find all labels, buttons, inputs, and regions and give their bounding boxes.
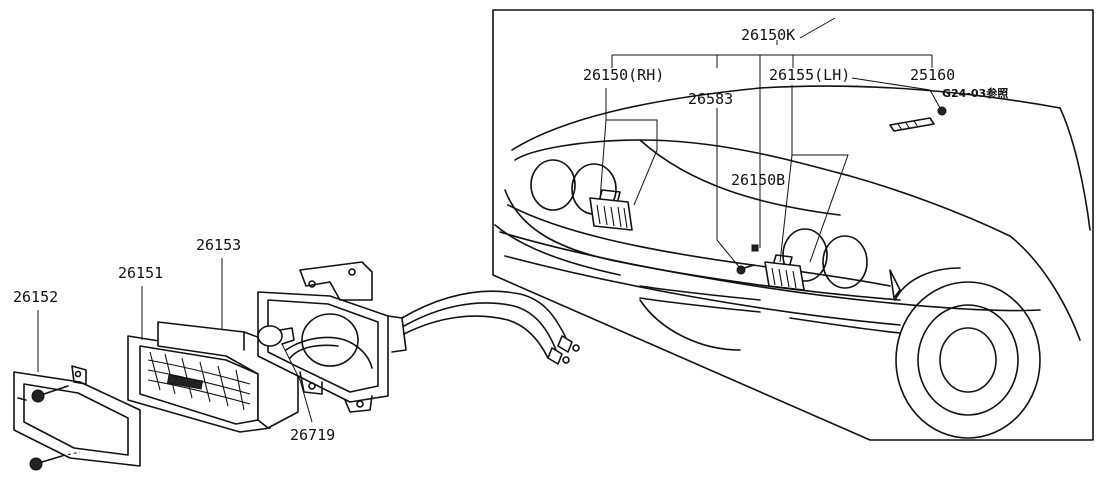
label-26150b: 26150B	[731, 171, 785, 189]
wire-harness	[401, 290, 580, 365]
label-26153: 26153	[196, 236, 241, 254]
switch-25160-icon	[889, 106, 947, 132]
clip-26150b-icon	[751, 244, 759, 252]
lh-fog-lamp-icon	[764, 254, 805, 291]
bulb-26719-icon	[257, 325, 295, 347]
label-g24-03-reference: G24-03参照	[942, 86, 1008, 100]
label-26150rh: 26150(RH)	[583, 66, 664, 84]
car-inset-panel: 26150K 26150(RH) 26155(LH) 25160 G24-03参…	[492, 9, 1094, 441]
screw-icon	[29, 451, 81, 471]
label-26151: 26151	[118, 264, 163, 282]
label-26152: 26152	[13, 288, 58, 306]
label-26155lh: 26155(LH)	[769, 66, 850, 84]
screw-icon	[31, 385, 69, 403]
label-26583: 26583	[688, 90, 733, 108]
fog-lamp-exploded-view: 26152 26151 26153 26719	[13, 236, 580, 471]
bezel-26152	[13, 365, 141, 467]
label-25160: 25160	[910, 66, 955, 84]
label-26719: 26719	[290, 426, 335, 444]
rh-fog-lamp-icon	[589, 189, 633, 231]
lamp-housing	[257, 261, 407, 413]
screw-26583-icon	[736, 264, 755, 275]
label-26150k: 26150K	[741, 26, 795, 44]
